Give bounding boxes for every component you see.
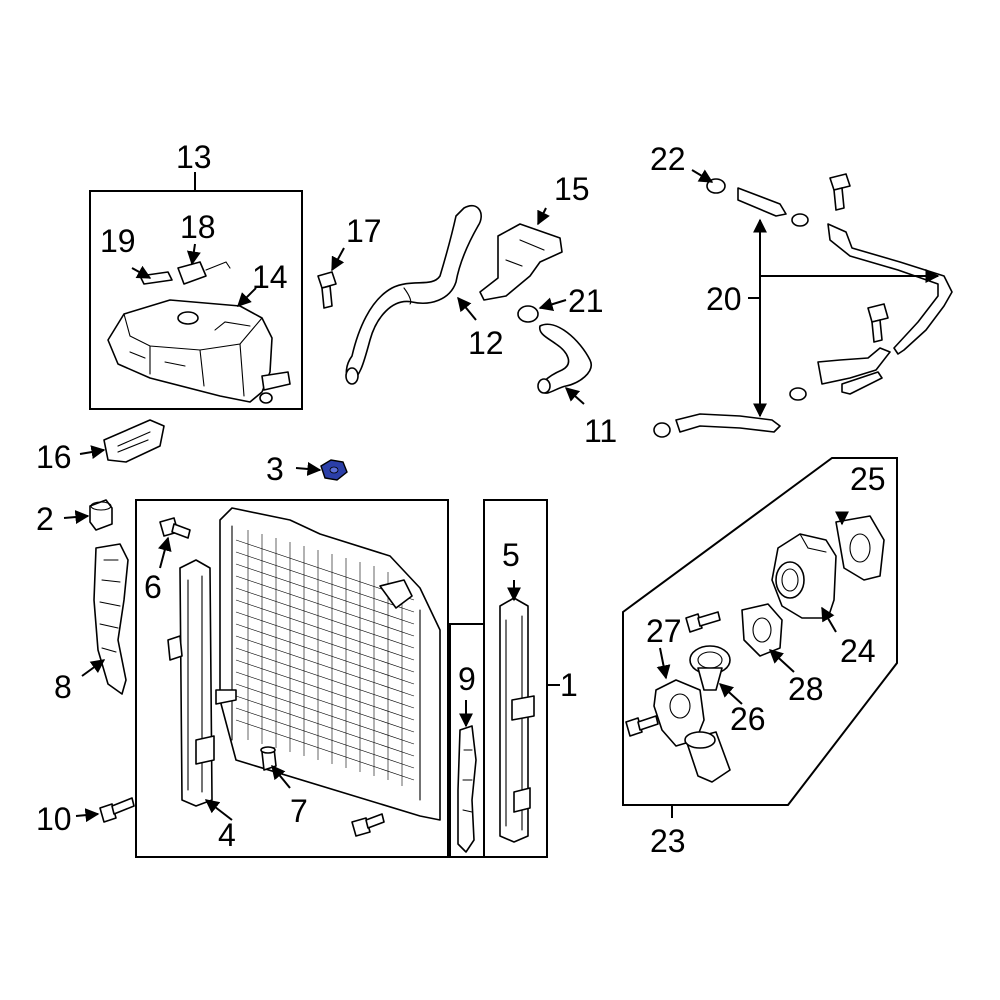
callout-10: 10 xyxy=(36,801,72,837)
thermostat-group-box xyxy=(622,457,898,806)
callout-16: 16 xyxy=(36,439,72,475)
nut-3-highlighted xyxy=(320,459,348,481)
bolt-mid-right xyxy=(867,303,889,343)
thermostat-housing xyxy=(771,533,837,619)
outlet-bolt xyxy=(625,715,659,737)
radiator-bracket-9 xyxy=(457,725,477,853)
callout-labels: 1 2 3 4 5 6 7 8 9 10 11 12 13 14 15 16 1… xyxy=(36,139,886,859)
clamp-lower-right xyxy=(789,387,807,401)
callout-12: 12 xyxy=(468,325,504,361)
callout-19: 19 xyxy=(100,223,136,259)
callout-5: 5 xyxy=(502,537,520,573)
housing-gasket-25 xyxy=(835,515,885,581)
thermostat-26 xyxy=(689,645,731,691)
callout-9: 9 xyxy=(458,661,476,697)
side-panel-group-box xyxy=(483,499,548,858)
radiator-mount-insulator xyxy=(89,499,113,531)
bolt-10 xyxy=(99,797,135,823)
callout-11: 11 xyxy=(584,413,617,449)
callout-23: 23 xyxy=(650,823,686,859)
hose-clamp-21 xyxy=(517,305,539,323)
callout-21: 21 xyxy=(568,283,604,319)
radiator-fin-grid xyxy=(235,530,415,786)
right-side-panel xyxy=(499,597,535,843)
reservoir-bracket xyxy=(103,419,165,463)
radiator-core xyxy=(215,507,441,821)
callout-20: 20 xyxy=(706,281,742,317)
callout-25: 25 xyxy=(850,461,886,497)
upper-radiator-hose xyxy=(345,204,482,385)
callout-18: 18 xyxy=(180,209,216,245)
reservoir-cap xyxy=(177,261,231,285)
coolant-reservoir-tank xyxy=(107,299,291,404)
reservoir-label-decal xyxy=(139,271,173,285)
callout-22: 22 xyxy=(650,141,686,177)
bolt-bottom xyxy=(351,813,385,837)
callout-13: 13 xyxy=(176,139,212,175)
cooler-line-upper xyxy=(737,187,953,395)
arrow-leaders xyxy=(63,169,940,823)
callout-3: 3 xyxy=(266,451,284,487)
air-deflector xyxy=(93,543,129,695)
callout-28: 28 xyxy=(788,671,824,707)
coolant-hose-23 xyxy=(684,731,731,783)
callout-7: 7 xyxy=(290,793,308,829)
radiator-group-box xyxy=(135,499,449,858)
cooler-line-lower xyxy=(675,413,781,433)
radiator-bushing xyxy=(260,746,277,771)
clamp-lower-left xyxy=(653,422,671,438)
left-side-panel xyxy=(167,559,215,807)
bolt-17 xyxy=(317,271,337,309)
callout-14: 14 xyxy=(252,259,288,295)
callout-26: 26 xyxy=(730,701,766,737)
clamp-upper-right xyxy=(791,213,809,227)
gasket-28 xyxy=(741,603,783,657)
callout-2: 2 xyxy=(36,501,54,537)
lower-radiator-hose xyxy=(537,323,592,394)
callout-15: 15 xyxy=(554,171,590,207)
callout-8: 8 xyxy=(54,669,72,705)
bolt-6 xyxy=(159,517,191,539)
bolt-upper-right xyxy=(829,173,851,211)
bolt-27 xyxy=(685,611,721,633)
callout-6: 6 xyxy=(144,569,162,605)
callout-27: 27 xyxy=(646,613,682,649)
callout-24: 24 xyxy=(840,633,876,669)
callout-17: 17 xyxy=(346,213,382,249)
hose-bracket-15 xyxy=(479,223,563,301)
callout-4: 4 xyxy=(218,817,236,853)
callout-1: 1 xyxy=(560,667,578,703)
